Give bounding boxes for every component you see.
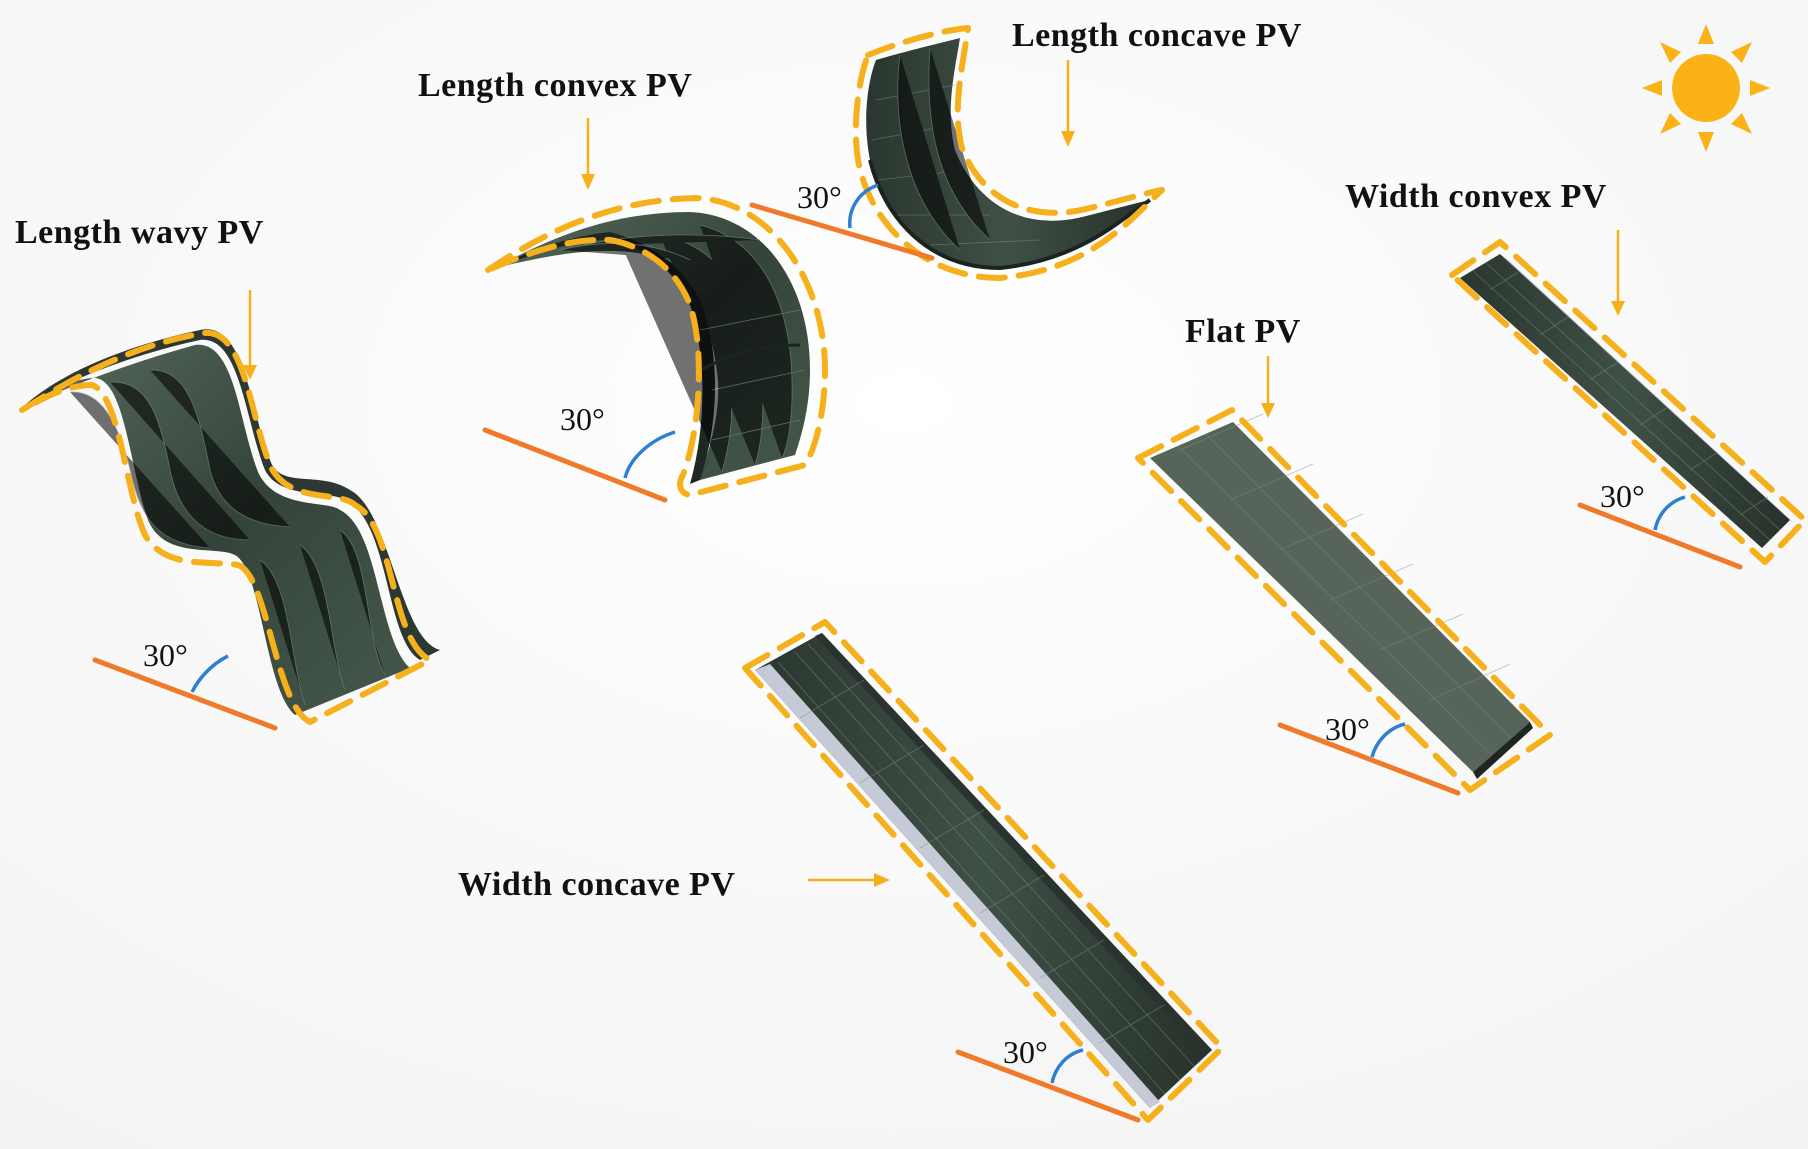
length-wavy-angle-label: 30° — [143, 637, 188, 673]
length-concave-pv: 30° Length concave PV — [749, 17, 1302, 281]
flat-pv: 30° Flat PV — [1135, 313, 1553, 796]
length-convex-crease — [699, 343, 801, 372]
length-concave-cell-grid — [871, 47, 1041, 251]
width-convex-pv: 30° Width convex PV — [1345, 178, 1808, 570]
width-concave-panel — [755, 633, 1212, 1108]
length-wavy-pv: 30° Length wavy PV — [15, 214, 440, 731]
length-concave-angle-arc — [848, 183, 879, 229]
width-concave-angle-label: 30° — [1003, 1034, 1048, 1070]
flat-panel-edge — [1473, 722, 1533, 779]
flat-panel — [1150, 422, 1530, 772]
length-wavy-angle-arc — [190, 654, 229, 693]
flat-ground-line — [1277, 722, 1461, 796]
width-convex-label: Width convex PV — [1345, 178, 1607, 215]
width-concave-outline — [742, 619, 1225, 1123]
width-convex-angle-arc — [1653, 495, 1686, 531]
flat-pointer-head — [1261, 403, 1275, 418]
width-concave-angle-arc — [1050, 1048, 1084, 1084]
length-convex-ground-line — [482, 427, 668, 503]
width-concave-lip — [755, 664, 1160, 1108]
width-concave-ground-line — [955, 1049, 1141, 1123]
width-convex-pointer-head — [1611, 301, 1625, 316]
sun-icon — [1642, 24, 1770, 152]
width-convex-cell-grid — [1471, 261, 1781, 541]
length-concave-pointer-head — [1061, 131, 1075, 147]
length-wavy-ground-line — [92, 657, 278, 731]
width-convex-panel — [1460, 254, 1790, 548]
width-concave-rim — [815, 633, 1212, 1056]
flat-label: Flat PV — [1185, 313, 1301, 350]
width-concave-label: Width concave PV — [458, 866, 735, 903]
length-concave-label: Length concave PV — [1012, 17, 1302, 54]
width-concave-cell-grid — [777, 643, 1195, 1095]
width-convex-highlight — [1500, 254, 1795, 524]
length-wavy-label: Length wavy PV — [15, 214, 264, 251]
flat-angle-arc — [1370, 722, 1406, 758]
flat-outline — [1135, 407, 1553, 793]
flat-angle-label: 30° — [1325, 711, 1370, 747]
length-wavy-cell-grid — [69, 369, 386, 706]
width-concave-pv: 30° Width concave PV — [458, 619, 1225, 1123]
width-convex-angle-label: 30° — [1600, 478, 1645, 514]
length-concave-angle-label: 30° — [797, 179, 842, 215]
length-concave-outline — [852, 25, 1165, 281]
flat-cell-grid — [1177, 413, 1512, 756]
width-convex-outline — [1449, 239, 1808, 565]
length-convex-pv: 30° Length convex PV — [418, 67, 828, 503]
length-convex-angle-label: 30° — [560, 401, 605, 437]
length-convex-pointer-head — [581, 174, 595, 190]
length-convex-outline — [485, 195, 828, 498]
length-wavy-pointer-head — [243, 365, 257, 380]
length-convex-label: Length convex PV — [418, 67, 692, 104]
length-concave-rim — [868, 159, 1152, 271]
length-concave-ground-line — [749, 202, 935, 261]
width-concave-pointer-head — [874, 873, 890, 887]
width-convex-ground-line — [1577, 502, 1743, 570]
length-convex-angle-arc — [623, 430, 676, 479]
length-wavy-outline — [19, 329, 433, 725]
length-convex-cell-grid — [559, 224, 806, 473]
